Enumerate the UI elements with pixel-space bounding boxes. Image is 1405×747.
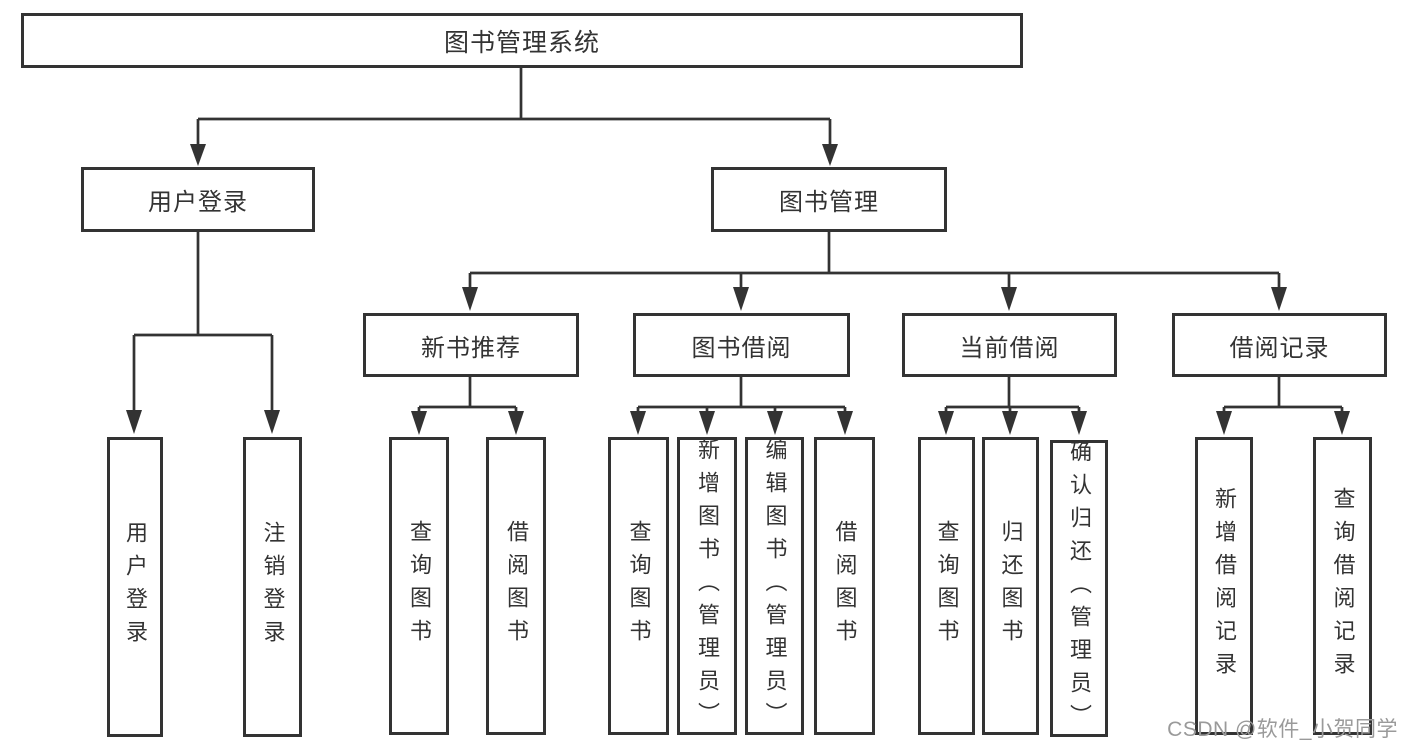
node-label: 查询图书	[934, 520, 960, 652]
arrowhead	[1002, 411, 1018, 435]
node-book-management: 图书管理	[711, 167, 947, 232]
node-borrow-query-books: 查询图书	[608, 437, 669, 735]
connector-line	[944, 377, 1081, 414]
node-current-return-books: 归还图书	[982, 437, 1039, 735]
node-borrow-borrow-books: 借阅图书	[814, 437, 875, 735]
arrowhead	[699, 411, 715, 435]
connector-user-login-to-children	[126, 232, 280, 434]
node-label: 新增借阅记录	[1212, 487, 1237, 685]
arrowhead	[462, 287, 478, 311]
arrowhead	[264, 410, 280, 434]
connector-line	[1222, 377, 1344, 414]
connector-line	[468, 232, 1281, 289]
node-current-confirm-return-admin: 确认归还（管理员）	[1050, 440, 1108, 737]
connector-book-management-to-level2	[462, 232, 1287, 311]
node-borrowing-records: 借阅记录	[1172, 313, 1387, 377]
arrowhead	[1271, 287, 1287, 311]
node-current-query-books: 查询图书	[918, 437, 975, 735]
node-label: 图书管理	[779, 189, 879, 216]
arrowhead	[126, 410, 142, 434]
node-logout-action: 注销登录	[243, 437, 302, 737]
arrowhead	[411, 411, 427, 435]
node-borrow-edit-books-admin: 编辑图书（管理员）	[745, 437, 804, 735]
connector-line	[196, 67, 832, 146]
node-label: 新增图书（管理员）	[695, 437, 720, 735]
node-label: 图书管理系统	[443, 28, 600, 57]
connector-new-book-to-children	[411, 377, 524, 435]
connector-line	[132, 232, 274, 412]
arrowhead	[190, 144, 206, 166]
connector-borrow-records-to-children	[1216, 377, 1350, 435]
node-root: 图书管理系统	[21, 13, 1023, 68]
node-label: 当前借阅	[959, 334, 1060, 362]
arrowhead	[1071, 411, 1087, 435]
node-recommend-borrow-books: 借阅图书	[486, 437, 546, 735]
connector-book-borrow-to-children	[630, 377, 853, 435]
node-records-query-record: 查询借阅记录	[1313, 437, 1372, 735]
arrowhead	[630, 411, 646, 435]
node-book-borrowing: 图书借阅	[633, 313, 850, 377]
node-label: 注销登录	[260, 521, 286, 653]
node-records-add-record: 新增借阅记录	[1195, 437, 1253, 735]
node-label: 新书推荐	[421, 334, 521, 362]
node-label: 借阅图书	[832, 520, 858, 652]
node-new-book-recommendation: 新书推荐	[363, 313, 579, 377]
arrowhead	[733, 287, 749, 311]
arrowhead	[1001, 287, 1017, 311]
arrowhead	[837, 411, 853, 435]
node-label: 归还图书	[998, 520, 1024, 652]
connector-line	[417, 377, 518, 414]
arrowhead	[1216, 411, 1232, 435]
node-label: 借阅记录	[1229, 334, 1330, 362]
connector-root-to-level1	[190, 67, 838, 166]
arrowhead	[508, 411, 524, 435]
node-current-borrowing: 当前借阅	[902, 313, 1117, 377]
node-label: 查询图书	[626, 520, 652, 652]
watermark: CSDN @软件_小贺同学	[1167, 718, 1398, 741]
node-label: 图书借阅	[691, 334, 792, 362]
node-label: 用户登录	[148, 189, 248, 216]
node-label: 查询借阅记录	[1330, 487, 1356, 685]
node-user-login-action: 用户登录	[107, 437, 163, 737]
node-label: 编辑图书（管理员）	[762, 437, 788, 735]
connector-current-borrow-to-children	[938, 377, 1087, 435]
arrowhead	[822, 144, 838, 166]
arrowhead	[1334, 411, 1350, 435]
node-recommend-query-books: 查询图书	[389, 437, 449, 735]
arrowhead	[767, 411, 783, 435]
arrowhead	[938, 411, 954, 435]
node-label: 确认归还（管理员）	[1067, 440, 1092, 737]
node-label: 借阅图书	[504, 520, 529, 652]
node-borrow-add-books-admin: 新增图书（管理员）	[677, 437, 737, 735]
node-user-login: 用户登录	[81, 167, 315, 232]
node-label: 用户登录	[123, 521, 148, 653]
node-label: 查询图书	[407, 520, 432, 652]
connector-line	[636, 377, 847, 414]
